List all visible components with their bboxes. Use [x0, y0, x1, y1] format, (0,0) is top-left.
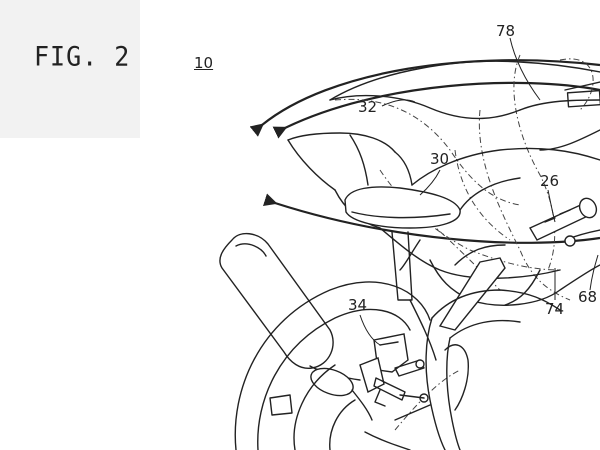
figure-title-panel: [0, 0, 140, 138]
leader-lines: [359, 37, 599, 346]
figure-reference-number: 10: [194, 54, 214, 72]
exhaust-muffler: [219, 233, 373, 421]
leader-26: [547, 189, 556, 223]
figure-title: FIG. 2: [34, 40, 131, 73]
handlebar: [529, 197, 600, 247]
label-30: 30: [430, 150, 449, 168]
label-68: 68: [578, 288, 597, 306]
reference-numerals: 78 32 30 26 34 74 68: [348, 22, 597, 318]
rear-wheel: [234, 281, 431, 450]
airflow-arrow-middle: [272, 81, 600, 139]
leader-78: [509, 37, 541, 101]
leader-32: [381, 99, 416, 107]
airflow-arrow-upper: [249, 59, 600, 137]
label-74: 74: [545, 300, 564, 318]
seat: [344, 186, 461, 229]
label-32: 32: [358, 98, 377, 116]
frame: [364, 231, 561, 450]
rear-tail-cowl: [287, 132, 413, 229]
leader-68: [589, 254, 599, 291]
footrest-bracket: [359, 333, 429, 407]
leader-34: [359, 314, 381, 346]
label-34: 34: [348, 296, 367, 314]
leader-30: [419, 169, 441, 196]
side-fairing: [379, 147, 600, 306]
label-78: 78: [496, 22, 515, 40]
label-26: 26: [540, 172, 559, 190]
